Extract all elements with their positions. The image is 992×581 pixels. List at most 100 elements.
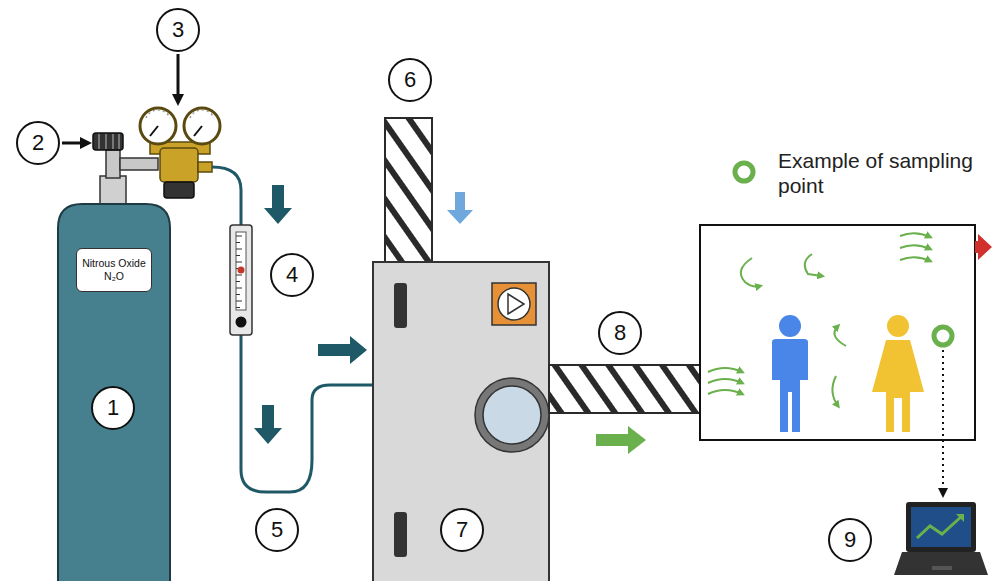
laptop-part xyxy=(894,552,988,575)
supply-duct-part xyxy=(596,426,646,454)
cylinder-label: Nitrous Oxide N₂O xyxy=(76,248,152,292)
pressure-regulator-part xyxy=(160,148,198,182)
legend-sample xyxy=(735,163,753,181)
person-woman-part xyxy=(872,340,924,432)
inlet-duct-part xyxy=(385,118,432,264)
inlet-duct xyxy=(385,118,473,264)
callout-number: 1 xyxy=(91,386,135,430)
air-handling-unit-part xyxy=(373,262,549,581)
callout-number: 8 xyxy=(598,311,642,355)
flowmeter-part-part xyxy=(236,236,242,237)
flowmeter-part-part xyxy=(236,255,240,256)
cylinder-valve-part xyxy=(98,134,100,149)
callout-number: 5 xyxy=(255,508,299,552)
air-handling-unit-part xyxy=(394,283,407,328)
flowmeter-part-part xyxy=(236,242,240,243)
laptop-part xyxy=(956,514,964,522)
flowmeter-part-part xyxy=(236,301,242,302)
cylinder-valve-part xyxy=(112,134,114,149)
pressure-regulator xyxy=(140,108,220,198)
callout-number: 9 xyxy=(828,518,872,562)
person-man-part xyxy=(779,315,801,337)
room xyxy=(700,225,992,440)
gas-cylinder xyxy=(58,176,170,581)
callout-number: 4 xyxy=(270,253,314,297)
supply-duct xyxy=(549,365,701,454)
pressure-regulator-part xyxy=(164,182,194,198)
room-part xyxy=(700,225,975,440)
flowmeter-part-part xyxy=(236,307,240,308)
gas-flow-arrow xyxy=(254,185,367,444)
airflow-arrows-part xyxy=(832,376,838,406)
flowmeter-part xyxy=(238,267,245,274)
laptop-part xyxy=(932,566,952,570)
pressure-regulator-part xyxy=(184,108,220,144)
laptop-part xyxy=(911,507,971,547)
gas-hose-part xyxy=(212,167,241,226)
flowmeter-part-part xyxy=(236,249,242,250)
sampling-point-part xyxy=(934,327,952,345)
legend-text: Example of sampling point xyxy=(778,148,978,198)
leader-arrow-part xyxy=(80,137,92,149)
airflow-arrows-part xyxy=(708,379,742,383)
leader-arrow xyxy=(172,54,184,106)
person-man xyxy=(772,315,808,432)
cylinder-valve-part xyxy=(118,134,120,149)
pressure-regulator-part xyxy=(150,126,158,136)
flowmeter xyxy=(230,225,252,335)
person-woman xyxy=(872,315,924,432)
cylinder-valve-part xyxy=(105,134,107,149)
flowmeter-part xyxy=(236,232,246,310)
air-handling-unit-part xyxy=(498,288,530,320)
gas-cylinder-part xyxy=(58,204,170,581)
flowmeter-part-part xyxy=(236,262,242,263)
flowmeter-part-part xyxy=(236,275,242,276)
laptop-part xyxy=(917,516,962,538)
sampling-point-part xyxy=(942,350,944,492)
callout-number: 6 xyxy=(388,58,432,102)
gas-flow-arrow-part xyxy=(254,405,282,444)
leader-arrow xyxy=(62,137,92,149)
airflow-arrows-part xyxy=(900,245,930,249)
sampling-point-part xyxy=(938,488,948,498)
airflow-arrows-part xyxy=(900,257,930,261)
flowmeter-part xyxy=(230,225,252,335)
leader-arrow-part xyxy=(177,54,180,96)
pressure-regulator-part xyxy=(146,110,170,118)
airflow-arrows-part xyxy=(741,258,760,287)
flowmeter-part xyxy=(236,317,247,328)
leader-arrow-part xyxy=(62,142,82,145)
sampling-point xyxy=(934,327,952,498)
air-handling-unit-part xyxy=(483,386,541,444)
callout-number: 3 xyxy=(156,8,200,52)
inlet-duct-part xyxy=(447,192,473,224)
pressure-regulator-part xyxy=(190,110,214,118)
person-man-part xyxy=(772,339,808,432)
callout-number: 7 xyxy=(440,508,484,552)
air-handling-unit-part xyxy=(475,378,549,452)
supply-duct-part xyxy=(549,365,701,413)
air-handling-unit-part xyxy=(508,294,524,314)
cylinder-valve-part xyxy=(120,158,158,170)
gas-flow-arrow-part xyxy=(264,185,292,224)
flowmeter-part-part xyxy=(236,288,242,289)
pressure-regulator-part xyxy=(198,162,212,172)
gas-hose xyxy=(212,167,373,492)
person-woman-part xyxy=(887,315,909,337)
node-text: Nitrous Oxide N₂O xyxy=(80,257,148,283)
flowmeter-part-part xyxy=(236,281,240,282)
air-handling-unit-part xyxy=(492,283,536,325)
airflow-arrows-part xyxy=(900,233,930,237)
gas-flow-arrow-part xyxy=(318,336,367,364)
airflow-arrows-part xyxy=(805,254,822,276)
laptop-part xyxy=(906,502,976,552)
callout-number: 2 xyxy=(16,121,60,165)
airflow-arrows-part xyxy=(834,326,846,346)
laptop xyxy=(894,502,988,575)
airflow-arrows-part xyxy=(708,368,742,372)
leader-arrow-part xyxy=(172,94,184,106)
airflow-arrows-part xyxy=(708,390,742,394)
air-handling-unit xyxy=(373,262,549,581)
pressure-regulator-part xyxy=(194,126,202,136)
